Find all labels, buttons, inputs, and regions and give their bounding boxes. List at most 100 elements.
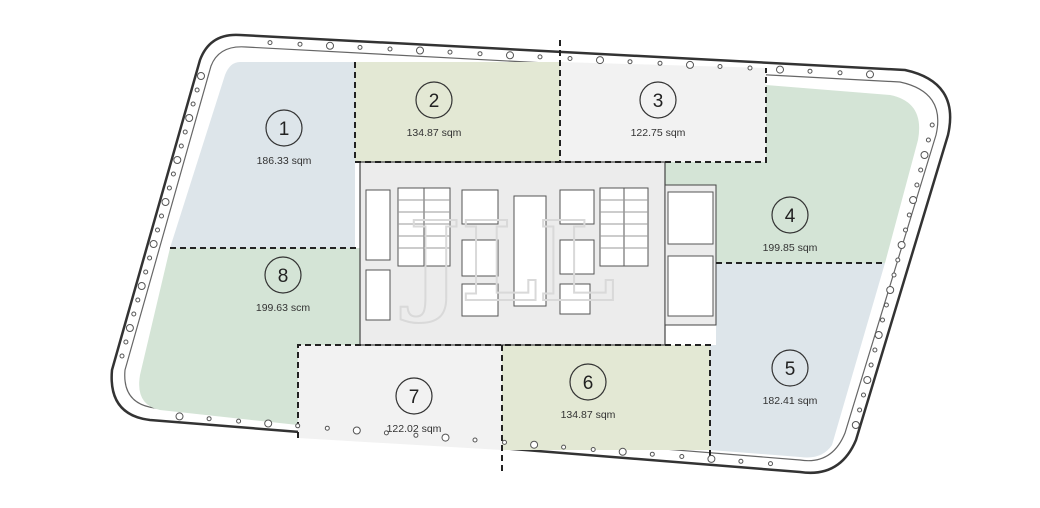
unit-3-number: 3 (653, 91, 664, 112)
column-dot (161, 198, 170, 206)
column-dot (143, 269, 149, 275)
column-dot (925, 137, 931, 143)
column-dot (895, 257, 901, 263)
column-dot (387, 46, 393, 52)
column-dot (866, 70, 874, 79)
column-dot (190, 101, 196, 107)
column-dot (906, 212, 912, 218)
column-dot (776, 65, 784, 74)
column-dot (880, 317, 885, 323)
column-dot (197, 72, 205, 80)
unit-6-badge (569, 363, 607, 401)
unit-4-area: 199.85 sqm (763, 242, 818, 254)
column-dot (914, 182, 920, 188)
column-dot (506, 51, 514, 60)
column-dot (857, 407, 863, 413)
column-dot (357, 44, 363, 50)
column-dot (537, 54, 543, 60)
unit-3-badge (639, 81, 677, 119)
column-dot (567, 56, 573, 61)
column-dot (267, 40, 273, 46)
column-dot (861, 392, 866, 398)
column-dot (131, 311, 137, 317)
column-dot (166, 185, 172, 191)
column-dot (182, 129, 188, 135)
unit-1-zone (170, 62, 355, 248)
unit-2-zone (355, 62, 560, 162)
column-dot (178, 143, 184, 149)
column-dot (173, 156, 182, 164)
unit-zones (139, 62, 920, 458)
column-dot (909, 196, 918, 204)
column-dot (147, 255, 153, 261)
column-dot (863, 376, 872, 384)
unit-5-number: 5 (785, 359, 796, 380)
column-dot (903, 227, 908, 233)
unit-5-badge (771, 349, 809, 387)
unit-4-badge (771, 196, 809, 234)
column-dot (929, 122, 935, 128)
column-dot (918, 167, 924, 173)
column-dot (236, 418, 242, 424)
column-dot (717, 64, 723, 69)
column-dot (125, 324, 134, 332)
unit-6-zone (502, 345, 710, 450)
column-dot (447, 49, 453, 55)
unit-3-area: 122.75 sqm (631, 127, 686, 139)
unit-4-zone (665, 85, 920, 263)
unit-8-area: 199.63 scm (256, 302, 311, 314)
unit-labels: 1 186.33 sqm 2 134.87 sqm 3 122.75 sqm 4 199.85… (256, 81, 818, 435)
column-dot (874, 331, 883, 339)
column-dot (264, 419, 273, 428)
column-dot (807, 68, 813, 74)
column-dot (149, 240, 158, 248)
perimeter-columns (119, 40, 935, 467)
column-dot (159, 213, 164, 219)
column-dot (352, 426, 361, 435)
column-dot (707, 454, 716, 463)
column-dot (194, 87, 200, 93)
unit-7-area: 122.02 sqm (387, 423, 442, 435)
column-dot (883, 302, 889, 308)
column-dot (383, 430, 389, 436)
unit-4-number: 4 (785, 206, 796, 227)
column-dot (119, 353, 125, 359)
unit-1-area: 186.33 sqm (257, 155, 312, 167)
column-dot (413, 432, 419, 438)
unit-1-number: 1 (279, 119, 290, 140)
column-dot (326, 41, 334, 50)
unit-6-area: 134.87 sqm (561, 409, 616, 421)
unit-boundaries (170, 40, 885, 472)
column-dot (502, 439, 507, 445)
column-dot (686, 60, 694, 69)
column-dot (135, 297, 141, 303)
column-dot (137, 282, 146, 290)
unit-1-badge (265, 109, 303, 147)
column-dot (297, 41, 303, 47)
unit-7-badge (395, 377, 433, 415)
column-dot (175, 412, 184, 421)
unit-5-zone (710, 263, 885, 458)
column-dot (416, 46, 424, 55)
column-dot (837, 70, 843, 76)
column-dot (185, 114, 194, 122)
column-dot (738, 458, 744, 464)
column-dot (477, 51, 483, 57)
column-dot (530, 440, 539, 449)
column-dot (657, 60, 663, 66)
unit-8-zone (139, 248, 360, 425)
column-dot (872, 347, 878, 353)
unit-3-zone (560, 62, 766, 162)
column-dot (679, 454, 685, 459)
column-dot (561, 444, 567, 450)
unit-2-number: 2 (429, 91, 440, 112)
column-dot (891, 272, 897, 278)
unit-2-badge (415, 81, 453, 119)
column-dot (472, 437, 478, 443)
unit-5-area: 182.41 sqm (763, 395, 818, 407)
unit-6-number: 6 (583, 373, 594, 394)
column-dot (295, 423, 301, 429)
column-dot (768, 461, 773, 467)
unit-7-number: 7 (409, 387, 420, 408)
column-dot (596, 56, 604, 65)
